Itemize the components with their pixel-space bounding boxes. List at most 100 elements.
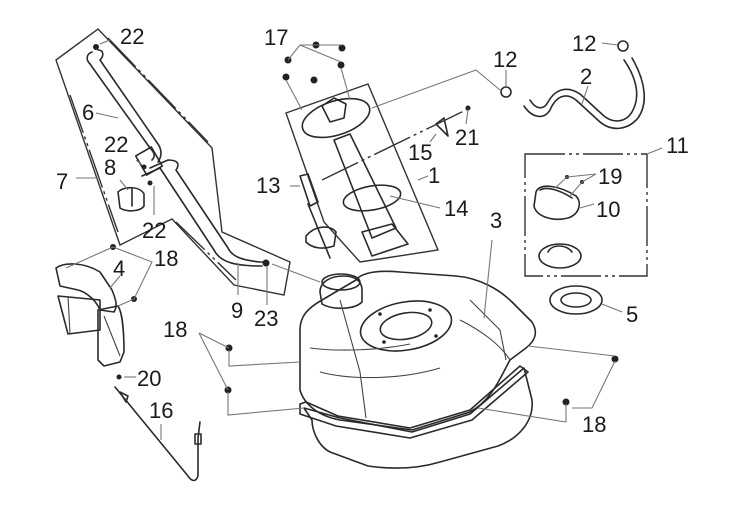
bolt-18-b-line xyxy=(227,392,305,416)
pump-axis-dash xyxy=(321,107,471,181)
clip-22-mid xyxy=(141,164,147,170)
callout-18: 18 xyxy=(154,246,178,271)
callout-17: 17 xyxy=(264,25,288,50)
leader-18-bracket xyxy=(65,246,153,307)
callout-4: 4 xyxy=(113,256,125,281)
callout-16: 16 xyxy=(149,398,173,423)
leader-22a xyxy=(99,39,111,45)
fuel-cap-10 xyxy=(533,185,581,221)
cable-16-assembly xyxy=(114,374,202,482)
callout-15: 15 xyxy=(408,140,432,165)
leader-11 xyxy=(646,147,663,155)
leader-8 xyxy=(119,179,129,191)
leader-14 xyxy=(389,195,441,209)
callout-22: 22 xyxy=(142,218,166,243)
breather-hose-assembly xyxy=(55,28,321,305)
cap-lock-detail xyxy=(547,245,573,253)
clip-22-low xyxy=(147,180,153,186)
tank-upper-shell xyxy=(299,270,537,431)
pump-mounting-flange xyxy=(359,300,453,352)
cable-end-fitting xyxy=(119,391,129,403)
callout-10: 10 xyxy=(596,197,620,222)
flange-hole xyxy=(434,334,438,338)
pump-flange xyxy=(301,97,371,139)
cable-16 xyxy=(114,386,201,482)
pump-filter xyxy=(361,223,409,257)
filler-neck-rim xyxy=(321,273,361,291)
callout-3: 3 xyxy=(490,208,502,233)
callout-7: 7 xyxy=(56,169,68,194)
screw-20 xyxy=(116,374,122,380)
callout-22: 22 xyxy=(120,24,144,49)
callout-2: 2 xyxy=(580,64,592,89)
fuel-tank-3 xyxy=(299,239,537,469)
breather-hose-9 xyxy=(141,159,269,267)
bolt-17-e xyxy=(337,61,345,69)
clip-15 xyxy=(435,117,449,137)
callout-12: 12 xyxy=(572,31,596,56)
callout-14: 14 xyxy=(444,196,468,221)
bolt-18-d-line xyxy=(477,404,567,423)
leader-15 xyxy=(429,133,437,143)
cable-adjuster xyxy=(194,433,202,445)
leader-10 xyxy=(579,203,595,209)
bolt-17-d xyxy=(338,44,346,52)
leader-4 xyxy=(109,275,121,289)
bracket-top xyxy=(55,263,117,313)
fuel-hose-assembly xyxy=(500,40,646,130)
bolt-18-c-line xyxy=(527,345,616,357)
clamp-12-right xyxy=(617,40,629,52)
leader-19-b xyxy=(569,173,597,197)
bracket-rib-2 xyxy=(67,295,71,335)
bracket-part-4 xyxy=(55,244,153,367)
leader-6 xyxy=(95,112,119,119)
callout-19: 19 xyxy=(598,164,622,189)
callout-18: 18 xyxy=(163,317,187,342)
callout-labels: 22 6 22 8 7 22 18 4 9 2 3 17 13 15 1 14 2… xyxy=(56,24,689,437)
leader-18-b xyxy=(198,332,229,391)
callout-21: 21 xyxy=(455,125,479,150)
leader-21 xyxy=(465,109,469,125)
stud-line-2 xyxy=(340,67,351,101)
flange-hole xyxy=(382,340,386,344)
fuel-cap-assembly xyxy=(524,147,663,315)
frame-dash-top xyxy=(107,37,209,143)
pump-connector xyxy=(321,97,347,123)
pump-opening xyxy=(379,311,433,341)
hose-joint-block xyxy=(134,146,164,176)
frame-dash-bottom xyxy=(175,221,237,281)
clip-22-top xyxy=(93,44,99,50)
tank-contour-lines xyxy=(309,299,511,419)
frame-dash-left xyxy=(69,94,119,233)
group-frame-1 xyxy=(285,83,439,263)
leader-18-a xyxy=(198,332,230,349)
gasket-5 xyxy=(549,285,603,315)
callout-13: 13 xyxy=(256,173,280,198)
leader-18-cd xyxy=(572,360,616,409)
sender-float-arm xyxy=(307,203,331,259)
callout-11: 11 xyxy=(666,133,689,158)
group-frame-7 xyxy=(55,28,291,296)
bolt-18-a-line xyxy=(228,350,301,367)
tank-flange xyxy=(299,365,529,439)
callout-1: 1 xyxy=(428,163,440,188)
callout-6: 6 xyxy=(82,100,94,125)
bolt-18-d xyxy=(562,398,570,406)
bracket-right-panel xyxy=(97,305,125,367)
stud-line-1 xyxy=(285,79,303,111)
leader-22b xyxy=(135,159,143,166)
clip-23 xyxy=(262,259,270,267)
flange-hole xyxy=(428,308,432,312)
callout-8: 8 xyxy=(104,155,116,180)
gasket-5-inner xyxy=(560,292,592,308)
bolt-17-f xyxy=(310,76,318,84)
bracket-rib xyxy=(103,315,121,357)
leader-5 xyxy=(601,303,623,313)
callout-22: 22 xyxy=(104,132,128,157)
callout-9: 9 xyxy=(231,298,243,323)
leader-2 xyxy=(581,85,589,105)
leader-19-a xyxy=(554,173,597,189)
sender-float xyxy=(305,226,337,249)
bracket-left-panel xyxy=(57,295,101,335)
